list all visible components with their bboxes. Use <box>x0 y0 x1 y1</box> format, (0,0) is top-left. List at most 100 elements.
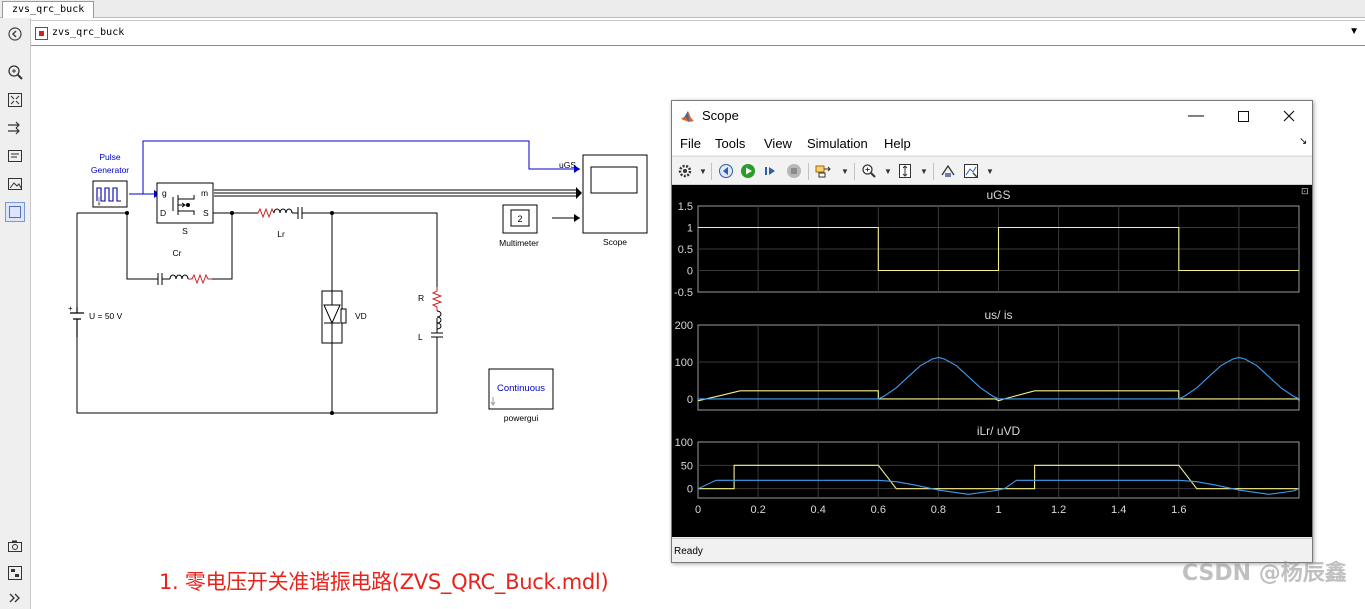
x-tick-label: 0.6 <box>871 504 886 516</box>
undock-icon[interactable]: ↘ <box>1299 136 1308 147</box>
tab-zvs-qrc-buck[interactable]: zvs_qrc_buck <box>2 1 95 18</box>
menu-simulation[interactable]: Simulation <box>807 136 868 151</box>
annotation-icon[interactable] <box>5 146 25 166</box>
x-tick-label: 1.2 <box>1051 504 1066 516</box>
highlight-block-icon[interactable] <box>814 161 834 181</box>
menu-tools[interactable]: Tools <box>715 136 746 151</box>
dc-source-label: U = 50 V <box>89 311 123 321</box>
powergui-mode: Continuous <box>497 383 545 394</box>
zoom-dropdown-icon[interactable]: ▼ <box>884 166 892 176</box>
run-icon[interactable] <box>738 161 758 181</box>
switch-port-s: S <box>203 208 209 218</box>
resistor-label: R <box>418 293 424 303</box>
y-tick-label: 0 <box>687 484 693 496</box>
y-tick-label: 0 <box>687 266 693 278</box>
menu-view[interactable]: View <box>764 136 792 151</box>
maximize-icon[interactable] <box>1232 105 1254 127</box>
arrow-icon <box>576 187 582 199</box>
minimize-icon[interactable]: — <box>1188 107 1204 124</box>
y-tick-label: 1.5 <box>678 201 693 213</box>
model-tab-bar: zvs_qrc_buck <box>0 0 1365 18</box>
switch-port-m: m <box>201 188 208 198</box>
y-tick-label: 1 <box>687 223 693 235</box>
powergui-block[interactable] <box>488 368 554 410</box>
stop-icon[interactable] <box>784 161 804 181</box>
close-icon[interactable] <box>1278 105 1300 127</box>
model-explorer-icon[interactable] <box>5 563 25 583</box>
menu-file[interactable]: File <box>680 136 701 151</box>
plot-title: us/ is <box>984 308 1012 322</box>
series-line <box>698 464 1299 490</box>
pulse-generator-label-1: Pulse <box>99 152 121 162</box>
area-icon[interactable] <box>5 202 25 222</box>
zoom-in-icon[interactable] <box>859 161 879 181</box>
scope-window[interactable]: Scope — File Tools View Simulation Help … <box>671 100 1313 563</box>
image-icon[interactable] <box>5 174 25 194</box>
address-bar[interactable]: zvs_qrc_buck ▼ <box>31 20 1365 46</box>
settings-gear-icon[interactable] <box>675 161 695 181</box>
triggers-icon[interactable] <box>938 161 958 181</box>
multimeter-value: 2 <box>517 214 522 224</box>
switch-port-d: D <box>160 208 166 218</box>
expand-chevron-icon[interactable] <box>5 588 25 608</box>
series-line <box>698 226 1299 272</box>
toolbar-separator <box>854 163 855 180</box>
scope-status-bar: Ready <box>672 538 1312 562</box>
status-text: Ready <box>674 546 703 557</box>
diode-block[interactable] <box>321 290 347 344</box>
model-caption: 1. 零电压开关准谐振电路(ZVS_QRC_Buck.mdl) <box>159 570 609 594</box>
y-tick-label: -0.5 <box>674 287 693 299</box>
scope-title-bar[interactable]: Scope — <box>672 101 1312 131</box>
rlc-load-block[interactable] <box>431 287 443 343</box>
fit-to-view-icon[interactable] <box>5 90 25 110</box>
x-tick-label: 1 <box>995 504 1001 516</box>
step-back-icon[interactable] <box>716 161 736 181</box>
diode-label: VD <box>355 311 367 321</box>
scope-title: Scope <box>702 108 739 123</box>
pulse-generator-label-2: Generator <box>91 165 129 175</box>
switch-block[interactable] <box>156 182 214 224</box>
toolbar-separator <box>933 163 934 180</box>
signal-flow-icon[interactable] <box>5 118 25 138</box>
plot-title: uGS <box>986 188 1010 202</box>
control-wires <box>129 140 580 195</box>
plot-title: iLr/ uVD <box>977 424 1021 438</box>
measurements-dropdown-icon[interactable]: ▼ <box>986 166 994 176</box>
step-forward-icon[interactable] <box>761 161 781 181</box>
pulse-generator-block[interactable] <box>92 180 128 208</box>
camera-icon[interactable] <box>5 536 25 556</box>
measurement-bus <box>214 189 576 197</box>
powergui-label: powergui <box>504 413 539 423</box>
series-line <box>698 356 1300 400</box>
x-tick-label: 0.8 <box>931 504 946 516</box>
dc-source-block[interactable]: + <box>68 304 84 337</box>
highlight-dropdown-icon[interactable]: ▼ <box>841 166 849 176</box>
toolbar-separator <box>808 163 809 180</box>
settings-dropdown-icon[interactable]: ▼ <box>699 166 707 176</box>
y-tick-label: 100 <box>675 437 693 449</box>
scope-block-label: Scope <box>603 237 627 247</box>
address-path: zvs_qrc_buck <box>52 27 125 38</box>
scale-y-axis-icon[interactable] <box>895 161 915 181</box>
menu-help[interactable]: Help <box>884 136 911 151</box>
x-tick-label: 1.6 <box>1171 504 1186 516</box>
svg-text:+: + <box>68 304 73 313</box>
zoom-icon[interactable] <box>5 62 25 82</box>
y-tick-label: 200 <box>675 320 693 332</box>
matlab-logo-icon <box>681 111 694 122</box>
scale-dropdown-icon[interactable]: ▼ <box>920 166 928 176</box>
measurements-icon[interactable] <box>961 161 981 181</box>
x-tick-label: 1.4 <box>1111 504 1126 516</box>
switch-label: S <box>182 226 188 236</box>
x-tick-label: 0.4 <box>811 504 826 516</box>
inductor-lr-block[interactable] <box>252 207 314 219</box>
scope-block[interactable] <box>582 154 648 234</box>
x-tick-label: 0 <box>695 504 701 516</box>
multimeter-block[interactable] <box>502 204 538 234</box>
expand-plot-icon[interactable]: ⊡ <box>1301 186 1309 196</box>
hide-browser-icon[interactable] <box>5 24 25 44</box>
capacitor-cr-block[interactable] <box>150 273 212 285</box>
address-dropdown-icon[interactable]: ▼ <box>1349 26 1359 37</box>
